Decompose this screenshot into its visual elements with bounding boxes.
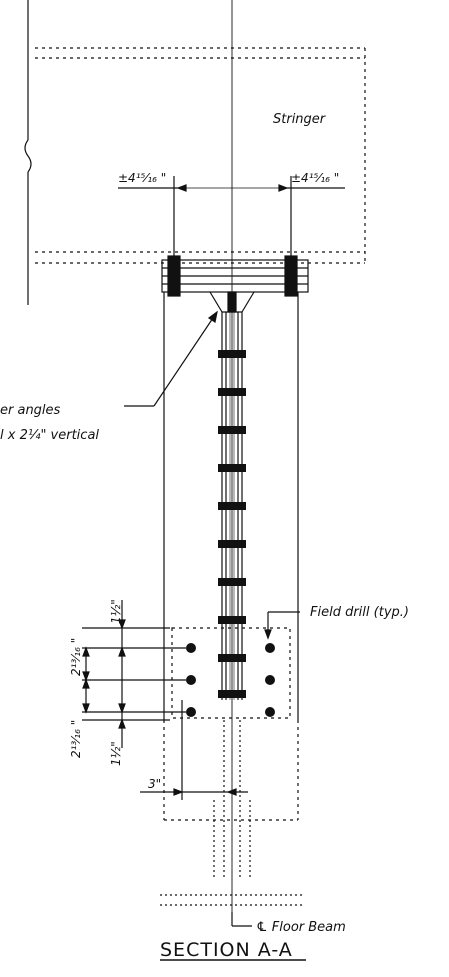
stringer-label: Stringer (273, 112, 327, 127)
web-bolts (218, 350, 246, 698)
floor-beam-label: ℄ Floor Beam (256, 920, 346, 935)
field-drill-label: Field drill (typ.) (310, 605, 409, 620)
hole-spacing-dimension (82, 600, 186, 748)
spacing-top-label: 2¹³⁄₁₆ " (69, 638, 83, 676)
field-drill-leader (264, 611, 300, 640)
field-drill-region (163, 627, 299, 821)
beam-body (163, 292, 299, 720)
section-title: SECTION A-A (160, 939, 293, 961)
drill-holes (186, 643, 275, 717)
angles-label-line1: er angles (0, 403, 61, 418)
offset-dimension (118, 176, 345, 270)
stringer-outline (35, 47, 366, 264)
right-offset-label: ±4¹⁵⁄₁₆ " (291, 171, 339, 185)
floor-beam-leader (231, 912, 252, 927)
left-offset-label: ±4¹⁵⁄₁₆ " (118, 171, 166, 185)
left-edge-line (24, 0, 32, 305)
spacing-bottom-label: 2¹³⁄₁₆ " (69, 720, 83, 758)
edge-top-label: 1½" (109, 599, 123, 624)
gap-dimension (140, 700, 248, 800)
angles-leader (124, 310, 218, 407)
edge-bottom-label: 1½" (109, 741, 123, 766)
lower-beam (160, 720, 305, 906)
angles-label-line2: l x 2¼" vertical (0, 428, 99, 443)
top-flange (161, 255, 309, 297)
gap-label: 3" (148, 777, 161, 791)
